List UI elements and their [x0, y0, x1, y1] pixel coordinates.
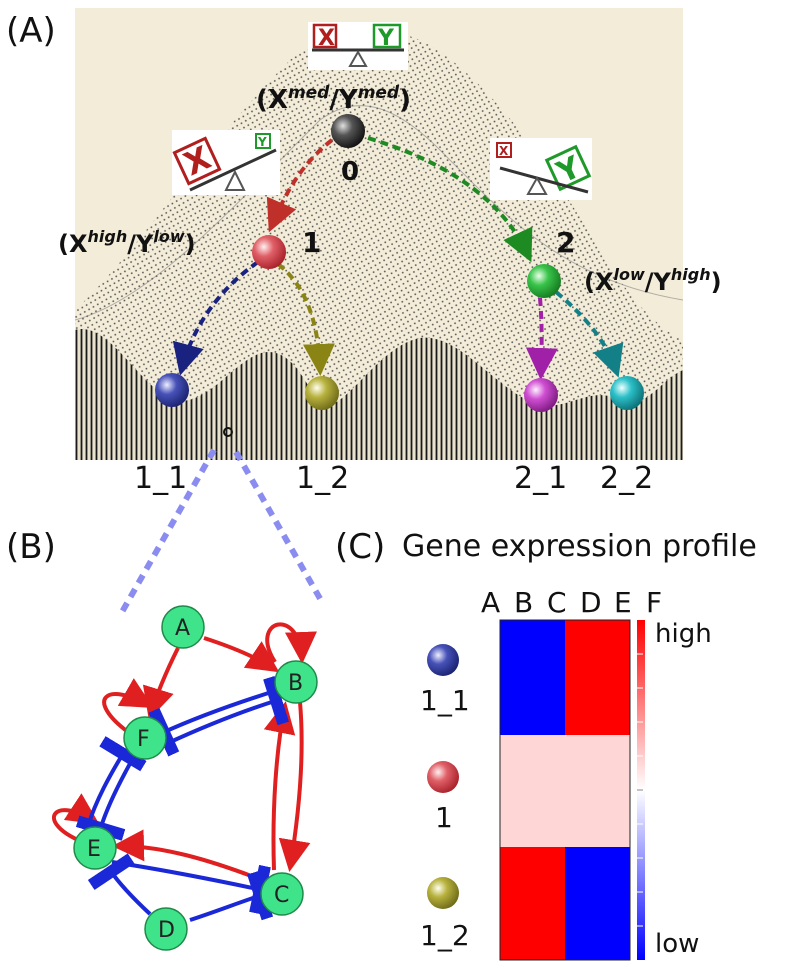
hm-cell-1_1-abc — [500, 620, 565, 735]
network-node-c: C — [260, 872, 304, 916]
ball-state-1_1 — [155, 373, 189, 407]
balance-left: X Y — [172, 130, 280, 195]
ball-state-0 — [331, 114, 365, 148]
balance-left-x-box — [172, 136, 222, 186]
landscape-marker-dot — [223, 427, 233, 437]
ball-state-2_1 — [524, 378, 558, 412]
balance-right-y-box — [544, 144, 592, 192]
hm-col-c: C — [547, 586, 567, 619]
state-number-0: 0 — [341, 157, 359, 187]
state-number-1: 1 — [302, 226, 321, 259]
edge-a-to-b — [203, 636, 280, 673]
network-node-d: D — [144, 907, 188, 951]
state2-annotation: (Xlow/Yhigh) — [584, 265, 722, 296]
node-label-b: B — [288, 671, 303, 696]
hm-col-e: E — [614, 586, 632, 619]
landscape-ridge — [74, 105, 684, 321]
balance-y-box — [372, 23, 402, 49]
panel-c-label: (C) — [335, 527, 385, 567]
ball-state-2_2 — [610, 376, 644, 410]
edge-e-inh-c — [111, 860, 271, 915]
balance-right-x-box — [496, 142, 512, 158]
network-node-a: A — [161, 605, 205, 649]
balance-right: X Y — [490, 138, 592, 200]
edge-b-self — [265, 622, 317, 664]
edge-c-to-b — [263, 701, 296, 871]
balance-right-x-letter: X — [499, 144, 509, 158]
state1-annotation: (Xhigh/Ylow) — [58, 227, 196, 258]
ball-state-1 — [252, 235, 286, 269]
edge-a-to-f — [142, 647, 180, 720]
hm-cell-1_1-def — [565, 620, 630, 735]
edge-f-inh-b — [165, 675, 290, 746]
balance-left-y-letter: Y — [257, 135, 267, 149]
panel-a-label: (A) — [6, 11, 56, 51]
edge-c-to-e — [112, 829, 263, 882]
inhibition-edges — [75, 675, 290, 922]
row-ball-1_1 — [427, 644, 459, 676]
node-label-a: A — [175, 616, 190, 641]
panel-a: (A) X Y X Y X Y — [6, 8, 722, 614]
hm-cell-1-all — [500, 735, 630, 847]
row-ball-1 — [427, 761, 459, 793]
leaf-label-1_2: 1_2 — [296, 461, 349, 496]
arrow-1-to-1_2 — [276, 262, 335, 376]
panel-c: (C) Gene expression profile A B C D E F — [335, 527, 757, 961]
node-label-d: D — [158, 918, 175, 943]
panel-b: (B) A B — [6, 527, 318, 951]
balance-x-box — [312, 23, 338, 49]
node-label-f: F — [137, 727, 150, 752]
row-label-1_1: 1_1 — [420, 684, 470, 717]
balance-top: X Y — [308, 22, 408, 70]
zoom-line-right — [233, 450, 325, 604]
colorbar-low-label: low — [655, 929, 699, 959]
network-node-e: E — [73, 826, 117, 870]
state-number-2: 2 — [556, 226, 575, 259]
hm-col-b: B — [514, 586, 533, 619]
leaf-label-1_1: 1_1 — [134, 461, 187, 496]
node-label-e: E — [87, 837, 101, 862]
balance-left-y-box — [255, 133, 271, 149]
arrow-0-to-1 — [266, 138, 334, 233]
edge-b-inh-f — [148, 688, 279, 757]
hm-col-d: D — [580, 586, 602, 619]
balance-x-letter: X — [318, 26, 335, 51]
arrow-1-to-1_1 — [172, 260, 260, 376]
heatmap-title: Gene expression profile — [402, 529, 757, 564]
row-label-1_2: 1_2 — [420, 919, 470, 952]
panel-b-label: (B) — [6, 527, 56, 567]
balance-y-letter: Y — [377, 26, 395, 51]
hm-col-a: A — [481, 586, 500, 619]
ball-state-2 — [527, 264, 561, 298]
hm-cell-1_2-abc — [500, 847, 565, 960]
arrow-0-to-2 — [367, 136, 533, 263]
edge-f-inh-e — [75, 759, 134, 841]
node-label-c: C — [274, 883, 289, 908]
row-label-1: 1 — [435, 801, 453, 834]
edge-b-to-c — [278, 701, 311, 872]
hm-cell-1_2-def — [565, 847, 630, 960]
leaf-label-2_2: 2_2 — [600, 461, 653, 496]
edge-e-self — [52, 793, 100, 842]
network-node-b: B — [274, 660, 318, 704]
edge-d-inh-e — [87, 853, 152, 916]
heatmap-grid — [499, 619, 631, 961]
edge-e-inh-f — [86, 736, 147, 827]
leaf-label-2_1: 2_1 — [514, 461, 567, 496]
colorbar-ticks — [637, 653, 643, 927]
hm-col-f: F — [646, 586, 662, 619]
edge-d-inh-c — [189, 870, 274, 922]
network-node-f: F — [123, 716, 167, 760]
colorbar-high-label: high — [655, 619, 712, 649]
ball-state-1_2 — [305, 376, 339, 410]
state0-annotation: (Xmed/Ymed) — [256, 83, 411, 115]
row-ball-1_2 — [427, 877, 459, 909]
arrow-2-to-2_1 — [525, 297, 558, 380]
edge-f-self — [102, 678, 154, 734]
